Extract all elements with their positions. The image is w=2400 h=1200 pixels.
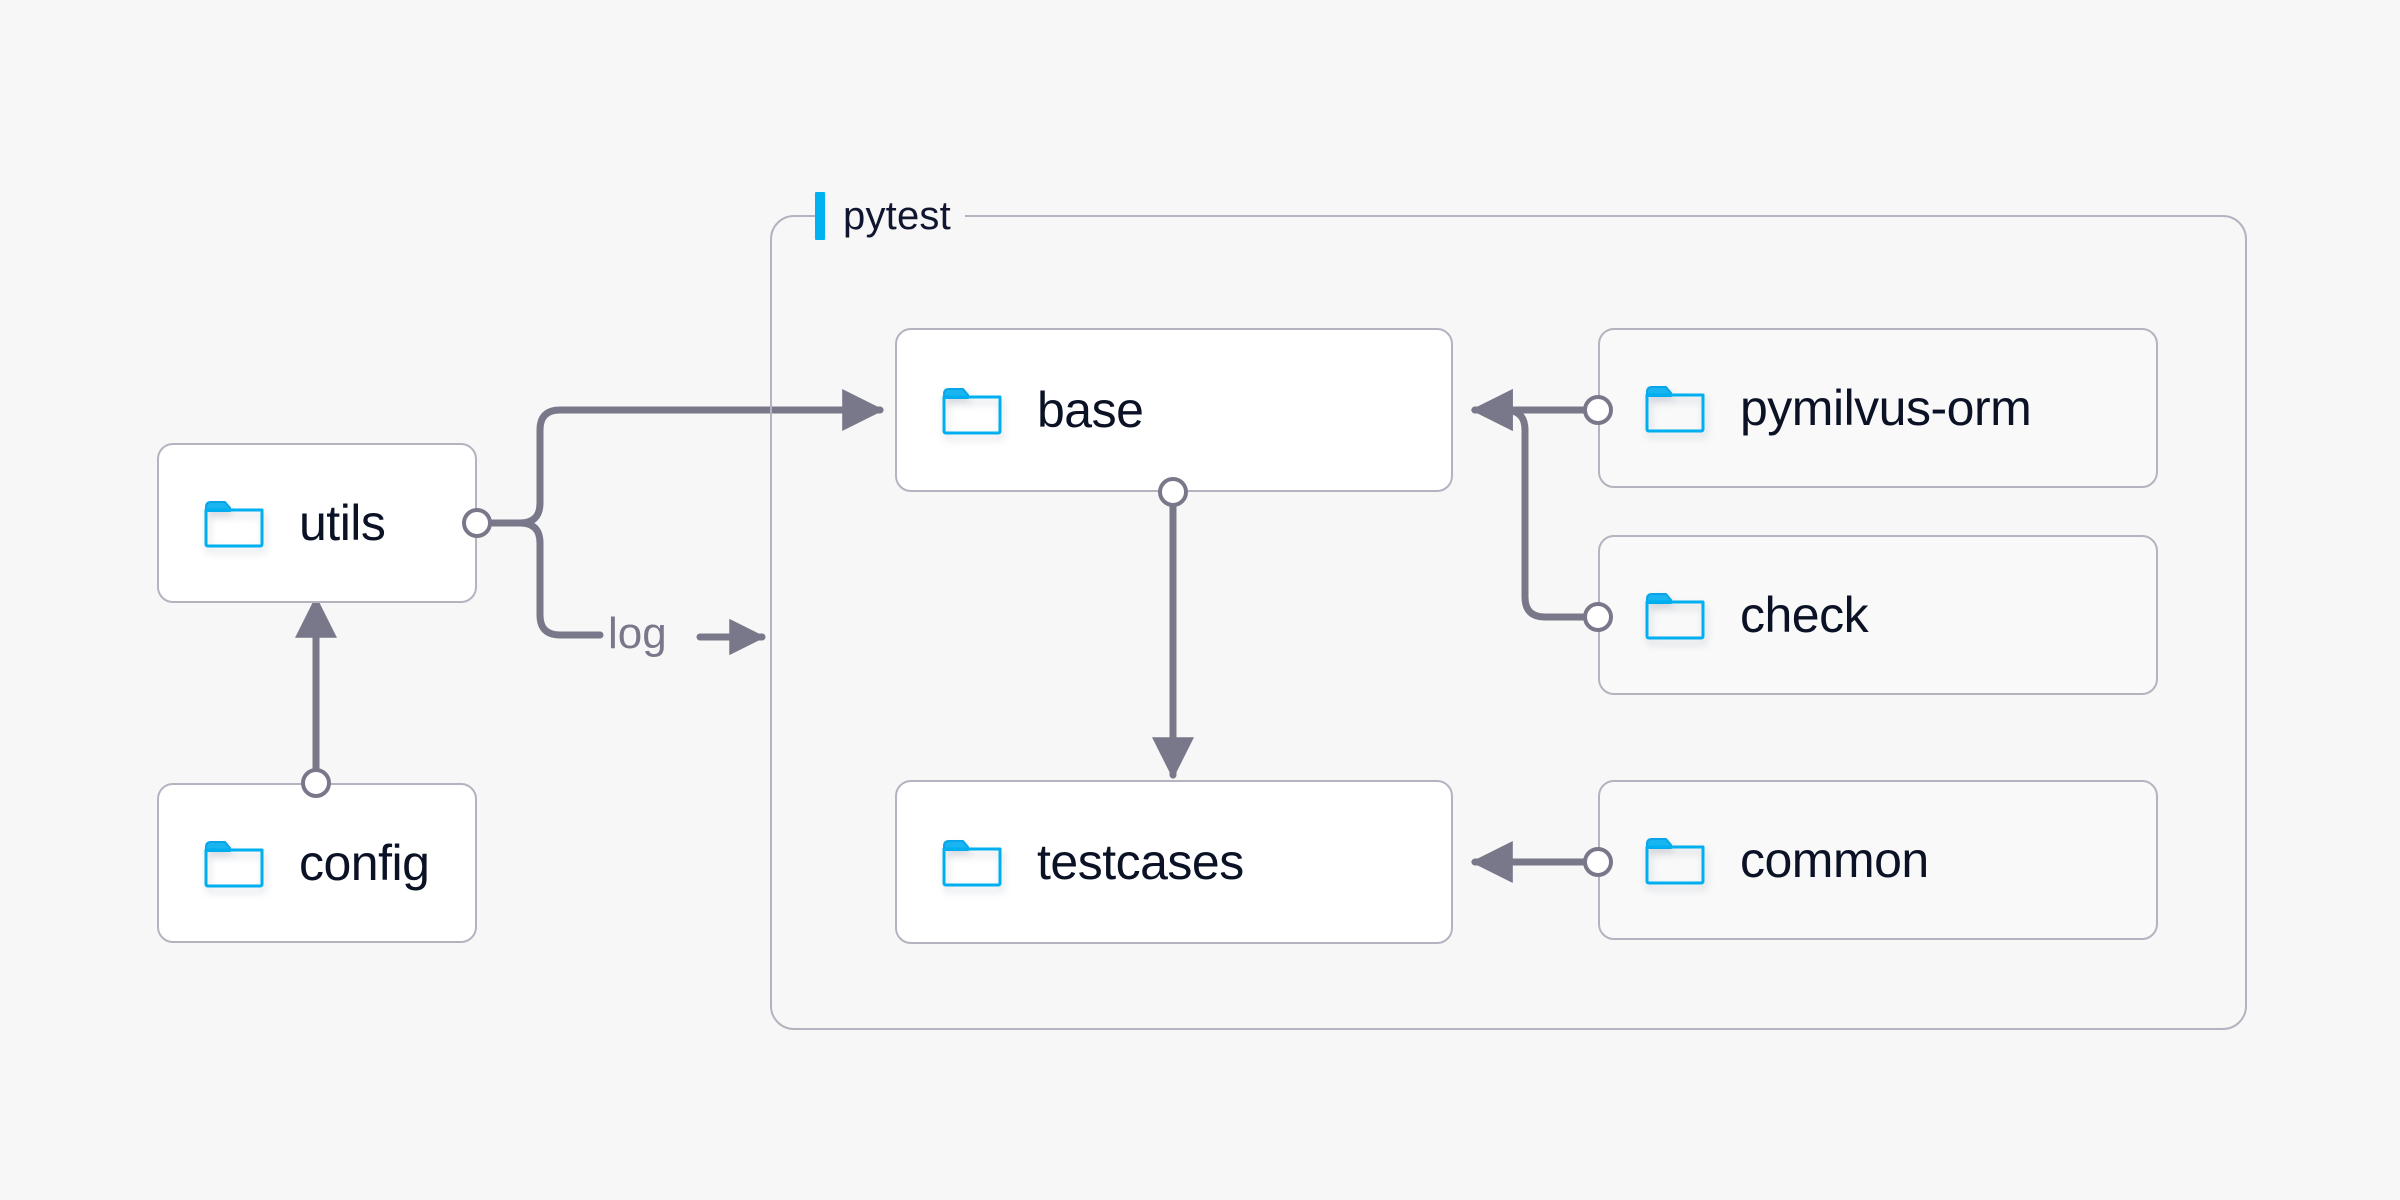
node-testcases[interactable]: testcases: [895, 780, 1453, 944]
node-base[interactable]: base: [895, 328, 1453, 492]
node-check-label: check: [1740, 587, 1869, 643]
edge-utils-to-log: [489, 519, 604, 639]
node-pymilvus-orm[interactable]: pymilvus-orm: [1598, 328, 2158, 488]
port-check-left[interactable]: [1583, 602, 1613, 632]
group-pytest[interactable]: [770, 215, 2247, 1030]
folder-icon: [203, 497, 265, 549]
node-base-label: base: [1037, 382, 1144, 438]
node-utils[interactable]: utils: [157, 443, 477, 603]
node-common-label: common: [1740, 832, 1929, 888]
port-common-left[interactable]: [1583, 847, 1613, 877]
node-testcases-label: testcases: [1037, 834, 1244, 890]
group-title: pytest: [843, 194, 951, 238]
folder-icon: [203, 837, 265, 889]
folder-icon: [1644, 834, 1706, 886]
node-common[interactable]: common: [1598, 780, 2158, 940]
folder-icon: [1644, 382, 1706, 434]
group-accent-bar: [815, 192, 825, 240]
port-utils-right[interactable]: [462, 508, 492, 538]
folder-icon: [941, 836, 1003, 888]
edge-label-log: log: [608, 609, 667, 658]
port-base-bottom[interactable]: [1158, 477, 1188, 507]
port-config-top[interactable]: [301, 768, 331, 798]
folder-icon: [1644, 589, 1706, 641]
group-pytest-label: pytest: [815, 190, 965, 242]
node-check[interactable]: check: [1598, 535, 2158, 695]
node-config[interactable]: config: [157, 783, 477, 943]
node-config-label: config: [299, 835, 430, 891]
node-pymilvus-orm-label: pymilvus-orm: [1740, 380, 2032, 436]
port-pymilvus-orm-left[interactable]: [1583, 395, 1613, 425]
node-utils-label: utils: [299, 495, 386, 551]
folder-icon: [941, 384, 1003, 436]
